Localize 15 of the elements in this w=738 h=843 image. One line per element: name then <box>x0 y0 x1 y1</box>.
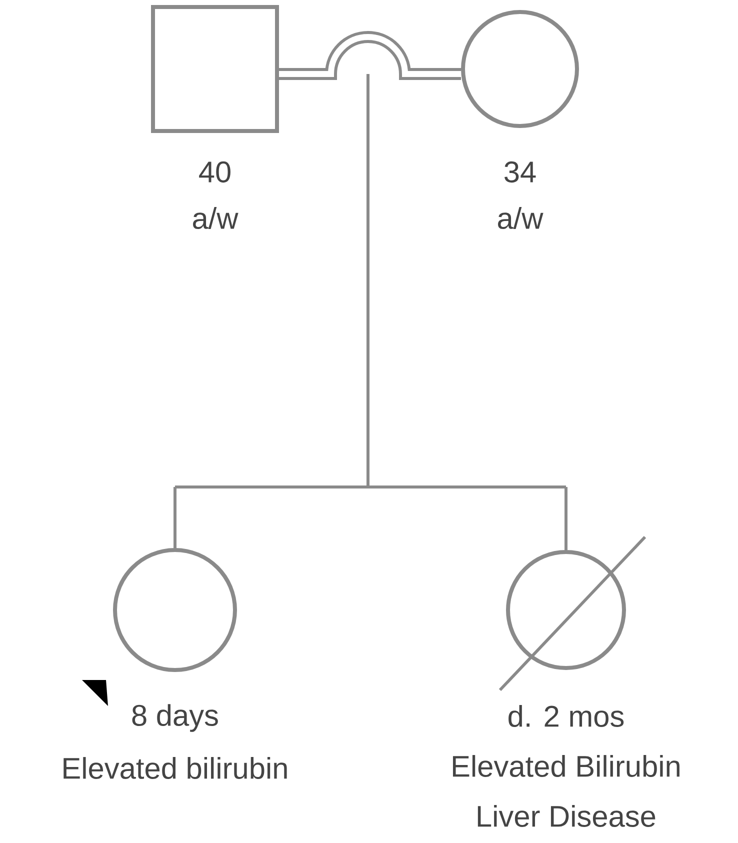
node-caption: 8 days <box>132 704 218 732</box>
female-circle <box>113 548 237 672</box>
node-caption: Elevated Bilirubin <box>452 755 680 777</box>
node-caption: Elevated bilirubin <box>64 757 287 779</box>
node-caption: d. 2 mos <box>508 705 624 727</box>
node-caption: 34 <box>504 161 536 183</box>
descent-line <box>174 74 568 550</box>
male-square <box>151 5 279 133</box>
node-caption: a/w <box>498 207 544 229</box>
node-caption: Liver Disease <box>478 805 656 827</box>
deceased-female-circle <box>498 536 646 692</box>
female-circle <box>461 10 579 128</box>
node-caption: a/w <box>193 207 238 229</box>
double-mating-line <box>279 31 461 80</box>
node-caption: 40 <box>199 161 230 183</box>
